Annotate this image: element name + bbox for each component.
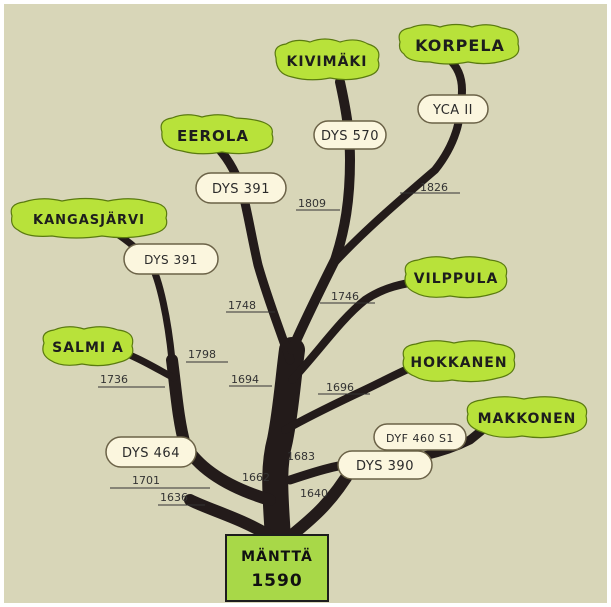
leaf-eerola-label: EEROLA bbox=[177, 127, 249, 145]
trunk-flare-right bbox=[286, 462, 358, 541]
root-name: MÄNTTÄ bbox=[241, 548, 313, 565]
year-1683: 1683 bbox=[287, 450, 315, 463]
branch-hokkanen bbox=[281, 362, 419, 434]
branch-eerola bbox=[205, 135, 295, 365]
leaf-vilppula: VILPPULA bbox=[404, 256, 508, 299]
year-1636: 1636 bbox=[160, 491, 188, 504]
year-label: 1809 bbox=[296, 197, 340, 211]
year-1701: 1701 bbox=[132, 474, 160, 487]
leaf-hokkanen: HOKKANEN bbox=[402, 340, 516, 383]
marker-dys570-label: DYS 570 bbox=[321, 129, 379, 144]
marker-dys391-left: DYS 391 bbox=[123, 243, 219, 275]
year-1696: 1696 bbox=[326, 381, 354, 394]
marker-dys391-upper-label: DYS 391 bbox=[212, 182, 270, 197]
year-label: 1826 bbox=[400, 181, 460, 194]
year-1736: 1736 bbox=[100, 373, 128, 386]
leaf-salmi: SALMI A bbox=[42, 326, 134, 367]
year-label: 1694 bbox=[229, 373, 272, 387]
year-1694: 1694 bbox=[231, 373, 259, 386]
marker-dys464: DYS 464 bbox=[105, 436, 197, 468]
year-1748: 1748 bbox=[228, 299, 256, 312]
leaf-makkonen-label: MAKKONEN bbox=[478, 411, 577, 427]
leaf-korpela: KORPELA bbox=[398, 23, 520, 65]
leaf-kivimaki: KIVIMÄKI bbox=[274, 38, 380, 81]
family-leaves: KIVIMÄKI KORPELA EEROLA KANGASJÄRVI SALM… bbox=[10, 23, 588, 439]
year-label: 1701 bbox=[110, 474, 210, 489]
year-1826: 1826 bbox=[420, 181, 448, 194]
year-1662: 1662 bbox=[242, 471, 270, 484]
root-year: 1590 bbox=[251, 571, 302, 591]
leaf-makkonen: MAKKONEN bbox=[466, 396, 588, 439]
marker-dys391-upper: DYS 391 bbox=[195, 172, 287, 204]
year-1798: 1798 bbox=[188, 348, 216, 361]
year-label: 1798 bbox=[186, 348, 228, 363]
trunk-flare-left bbox=[184, 494, 274, 541]
year-label: 1636 bbox=[158, 491, 205, 506]
background-panel bbox=[4, 4, 607, 603]
year-label: 1696 bbox=[318, 381, 370, 395]
root-box: MÄNTTÄ 1590 bbox=[225, 534, 329, 602]
year-label: 1746 bbox=[320, 290, 375, 304]
leaf-kivimaki-label: KIVIMÄKI bbox=[287, 53, 368, 70]
year-label: 1736 bbox=[98, 373, 165, 388]
marker-yca-label: YCA II bbox=[432, 103, 473, 118]
leaf-kangasjarvi-label: KANGASJÄRVI bbox=[33, 212, 145, 228]
year-label: 1683 bbox=[287, 450, 315, 463]
marker-dys390-label: DYS 390 bbox=[356, 459, 414, 474]
marker-dys464-label: DYS 464 bbox=[122, 446, 180, 461]
year-label: 1640 bbox=[300, 487, 328, 500]
leaf-kangasjarvi: KANGASJÄRVI bbox=[10, 197, 168, 239]
year-label: 1662 bbox=[242, 471, 270, 484]
year-1640: 1640 bbox=[300, 487, 328, 500]
marker-dys391-left-label: DYS 391 bbox=[144, 253, 198, 267]
leaf-eerola: EEROLA bbox=[160, 114, 274, 155]
leaf-korpela-label: KORPELA bbox=[415, 36, 505, 55]
year-1746: 1746 bbox=[331, 290, 359, 303]
marker-dyf460-label: DYF 460 S1 bbox=[386, 432, 454, 445]
year-labels: 1809 1826 1748 1746 1798 1736 1694 1696 bbox=[98, 181, 460, 506]
year-label: 1748 bbox=[226, 299, 275, 313]
leaf-vilppula-label: VILPPULA bbox=[414, 271, 499, 287]
branch-korpela bbox=[331, 54, 466, 266]
marker-dys390: DYS 390 bbox=[337, 450, 433, 480]
leaf-salmi-label: SALMI A bbox=[52, 340, 124, 356]
marker-dys570: DYS 570 bbox=[313, 120, 387, 150]
marker-bubbles: DYS 570 YCA II DYS 391 DYS 391 DYS 464 D… bbox=[105, 94, 489, 480]
year-1809: 1809 bbox=[298, 197, 326, 210]
leaf-hokkanen-label: HOKKANEN bbox=[410, 355, 507, 371]
marker-yca: YCA II bbox=[417, 94, 489, 124]
marker-dyf460: DYF 460 S1 bbox=[373, 423, 467, 451]
